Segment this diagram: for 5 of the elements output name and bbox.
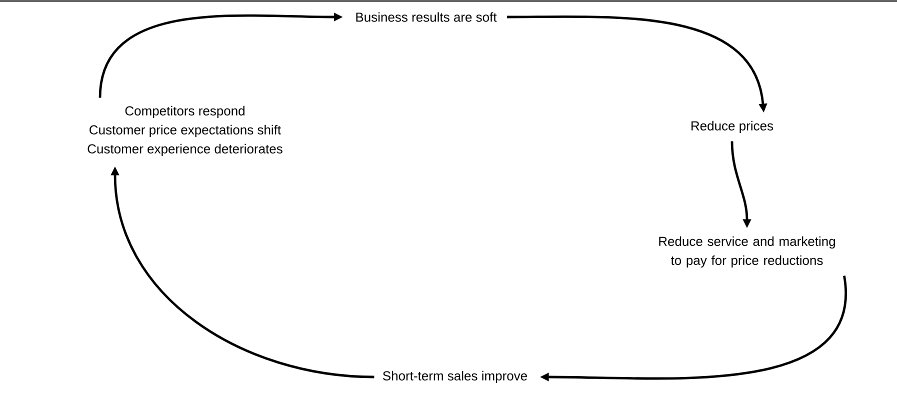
- step-text: Short-term sales improve: [383, 370, 527, 384]
- step-text: Competitors respond Customer price expectations shift Customer experience deteriorates: [88, 106, 282, 156]
- step-text: Reduce service and marketing to pay for price reductions: [659, 236, 835, 268]
- step-text: Business results are soft: [356, 12, 497, 22]
- step-text: Reduce prices: [692, 120, 774, 134]
